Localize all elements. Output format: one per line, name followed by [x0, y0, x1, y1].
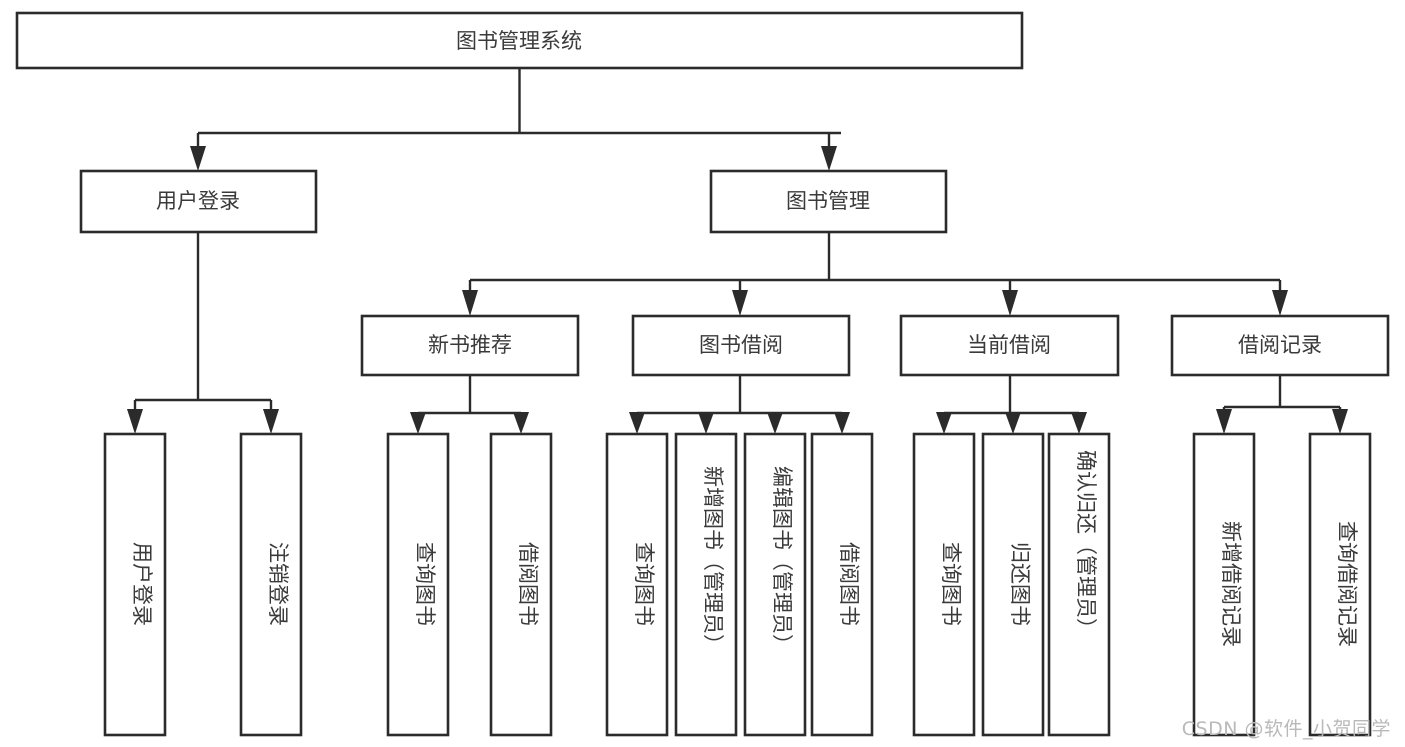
node-book-management[interactable]: 图书管理	[709, 169, 948, 234]
leaf-newbook-borrow-label: 借阅图书	[516, 542, 540, 626]
leaf-bookborrow-edit-label: 编辑图书（管理员）	[770, 466, 794, 655]
node-book-management-label: 图书管理	[786, 189, 870, 213]
node-new-book-recommend[interactable]: 新书推荐	[360, 314, 580, 377]
leaf-bookborrow-borrow-label: 借阅图书	[837, 542, 861, 626]
leaf-bookborrow-add[interactable]: 新增图书（管理员）	[674, 432, 738, 737]
leaf-borrowrecord-add[interactable]: 新增借阅记录	[1192, 432, 1256, 737]
leaf-user-login-signin[interactable]: 用户登录	[103, 432, 167, 737]
arrow-head-icon	[1272, 290, 1288, 316]
leaf-bookborrow-query[interactable]: 查询图书	[605, 432, 669, 737]
leaf-newbook-query[interactable]: 查询图书	[386, 432, 450, 737]
arrow-head-icon	[127, 409, 143, 434]
arrow-head-icon	[1071, 412, 1087, 434]
leaf-bookborrow-add-label: 新增图书（管理员）	[701, 466, 725, 655]
arrow-head-icon	[513, 412, 529, 434]
node-new-book-recommend-label: 新书推荐	[428, 333, 512, 357]
leaf-borrowrecord-add-label: 新增借阅记录	[1219, 521, 1243, 647]
leaf-currentborrow-return[interactable]: 归还图书	[981, 432, 1045, 737]
node-root-book-management-system[interactable]: 图书管理系统	[15, 11, 1024, 70]
arrow-head-icon	[821, 146, 837, 171]
leaf-user-login-signout-label: 注销登录	[266, 542, 290, 626]
arrow-head-icon	[936, 412, 952, 434]
node-user-login[interactable]: 用户登录	[79, 169, 318, 234]
leaf-newbook-borrow[interactable]: 借阅图书	[489, 432, 553, 737]
node-current-borrow-label: 当前借阅	[967, 333, 1051, 357]
connector-bookborrow-to-leaves	[629, 375, 850, 434]
node-user-login-label: 用户登录	[156, 189, 240, 213]
connector-root-to-level2	[190, 68, 841, 171]
node-borrow-record-label: 借阅记录	[1238, 333, 1322, 357]
leaf-user-login-signout[interactable]: 注销登录	[239, 432, 303, 737]
node-book-borrow-label: 图书借阅	[699, 333, 783, 357]
node-current-borrow[interactable]: 当前借阅	[899, 314, 1120, 377]
leaf-newbook-query-label: 查询图书	[413, 542, 437, 626]
arrow-head-icon	[410, 412, 426, 434]
node-root-label: 图书管理系统	[456, 29, 582, 53]
arrow-head-icon	[190, 146, 206, 171]
leaf-currentborrow-confirm-label: 确认归还（管理员）	[1074, 450, 1098, 639]
leaf-currentborrow-return-label: 归还图书	[1008, 542, 1032, 626]
arrow-head-icon	[1332, 409, 1348, 434]
leaf-currentborrow-query-label: 查询图书	[939, 542, 963, 626]
connector-currentborrow-to-leaves	[936, 375, 1087, 434]
connector-newbook-to-leaves	[410, 375, 529, 434]
arrow-head-icon	[1216, 409, 1232, 434]
connector-userlogin-to-leaves	[127, 232, 279, 434]
arrow-head-icon	[1005, 412, 1021, 434]
arrow-head-icon	[1002, 290, 1018, 316]
leaf-bookborrow-edit[interactable]: 编辑图书（管理员）	[743, 432, 807, 737]
leaf-currentborrow-confirm[interactable]: 确认归还（管理员）	[1047, 432, 1111, 737]
leaf-user-login-signin-label: 用户登录	[130, 542, 154, 626]
leaf-bookborrow-query-label: 查询图书	[632, 542, 656, 626]
arrow-head-icon	[732, 290, 748, 316]
arrow-head-icon	[263, 409, 279, 434]
connector-bookmgmt-to-level3	[462, 232, 1288, 316]
arrow-head-icon	[629, 412, 645, 434]
node-book-borrow[interactable]: 图书借阅	[631, 314, 851, 377]
node-borrow-record[interactable]: 借阅记录	[1170, 314, 1390, 377]
leaf-borrowrecord-query[interactable]: 查询借阅记录	[1308, 432, 1372, 737]
connector-borrowrecord-to-leaves	[1216, 375, 1348, 434]
arrow-head-icon	[767, 412, 783, 434]
arrow-head-icon	[698, 412, 714, 434]
leaf-bookborrow-borrow[interactable]: 借阅图书	[810, 432, 874, 737]
leaf-currentborrow-query[interactable]: 查询图书	[912, 432, 976, 737]
leaf-borrowrecord-query-label: 查询借阅记录	[1335, 521, 1359, 647]
arrow-head-icon	[834, 412, 850, 434]
arrow-head-icon	[462, 290, 478, 316]
